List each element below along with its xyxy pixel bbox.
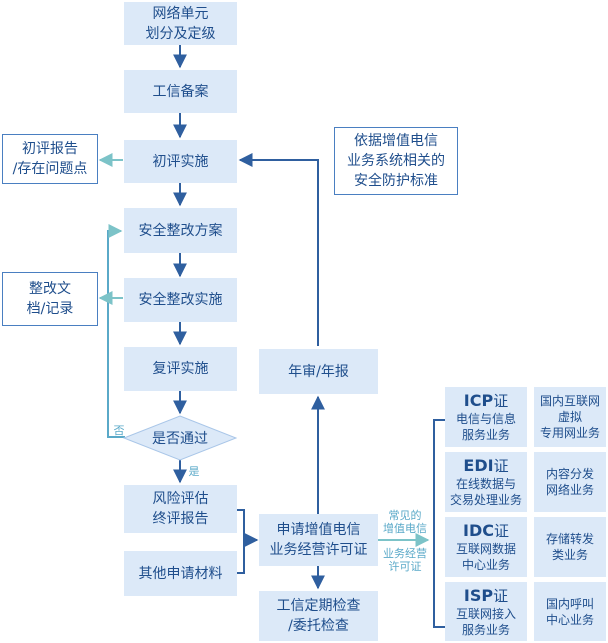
label-business-license: 业务经营 许可证	[383, 547, 427, 573]
service-store-forward: 存储转发 类业务	[534, 517, 606, 577]
node-initial-eval-text: 初评实施	[152, 153, 209, 170]
node-rectify-impl-text: 安全整改实施	[138, 292, 223, 308]
decision-diamond	[123, 415, 237, 461]
node-rectify-docs-text: 整改文 档/记录	[26, 281, 74, 317]
service-call-center: 国内呼叫 中心业务	[534, 582, 606, 641]
service-store-forward-text: 存储转发 类业务	[545, 532, 594, 562]
cert-isp: ISP证 互联网接入 服务业务	[445, 582, 527, 641]
cert-bracket	[433, 419, 445, 628]
node-rectify-plan-text: 安全整改方案	[138, 222, 223, 239]
arrow-no-loop	[107, 224, 125, 438]
label-no: 否	[113, 424, 125, 437]
label-yes: 是	[188, 465, 200, 478]
node-rectify-plan: 安全整改方案	[124, 208, 237, 253]
node-periodic-check: 工信定期检查 /委托检查	[259, 591, 378, 641]
node-standards-text: 依据增值电信 业务系统相关的 安全防护标准	[347, 133, 445, 189]
cert-edi-desc: 在线数据与 交易处理业务	[449, 477, 522, 507]
node-initial-report-text: 初评报告 /存在问题点	[12, 141, 88, 177]
node-initial-report: 初评报告 /存在问题点	[2, 134, 98, 184]
node-filing: 工信备案	[124, 70, 237, 113]
arrow-risk-to-apply	[237, 509, 259, 547]
node-apply-license-text: 申请增值电信 业务经营许可证	[269, 522, 368, 558]
cert-idc-title: IDC证	[463, 521, 509, 540]
node-risk-report: 风险评估 终评报告	[124, 485, 237, 533]
node-rectify-impl: 安全整改实施	[124, 278, 237, 322]
node-standards: 依据增值电信 业务系统相关的 安全防护标准	[334, 127, 458, 195]
node-rectify-docs: 整改文 档/记录	[2, 272, 98, 326]
cert-edi: EDI证 在线数据与 交易处理业务	[445, 452, 527, 512]
service-call-center-text: 国内呼叫 中心业务	[545, 596, 594, 627]
node-annual-review: 年审/年报	[259, 349, 378, 394]
arrow-annual-to-initial	[238, 153, 319, 346]
service-cdn-text: 内容分发 网络业务	[545, 467, 594, 497]
node-re-eval: 复评实施	[124, 347, 237, 391]
cert-icp-title: ICP证	[463, 391, 509, 410]
cert-edi-title: EDI证	[463, 456, 509, 475]
node-periodic-check-text: 工信定期检查 /委托检查	[276, 598, 361, 634]
node-annual-review-text: 年审/年报	[288, 363, 349, 380]
node-other-materials: 其他申请材料	[124, 551, 237, 596]
node-grade: 网络单元 划分及定级	[124, 2, 237, 45]
node-initial-eval: 初评实施	[124, 140, 237, 183]
node-grade-text: 网络单元 划分及定级	[145, 5, 216, 42]
node-re-eval-text: 复评实施	[152, 361, 209, 377]
cert-icp: ICP证 电信与信息 服务业务	[445, 387, 527, 447]
cert-idc: IDC证 互联网数据 中心业务	[445, 517, 527, 577]
service-vpn: 国内互联网 虚拟 专用网业务	[534, 387, 606, 447]
node-risk-report-text: 风险评估 终评报告	[152, 491, 209, 527]
label-common-services: 常见的 增值电信	[383, 509, 427, 535]
node-other-materials-text: 其他申请材料	[138, 565, 223, 582]
cert-icp-desc: 电信与信息 服务业务	[455, 412, 516, 442]
arrow-other-to-apply	[237, 540, 245, 574]
cert-idc-desc: 互联网数据 中心业务	[455, 542, 516, 572]
cert-isp-title: ISP证	[463, 585, 509, 605]
service-vpn-text: 国内互联网 虚拟 专用网业务	[539, 394, 600, 440]
node-pass-check-text: 是否通过	[152, 431, 208, 447]
node-apply-license: 申请增值电信 业务经营许可证	[259, 514, 378, 566]
cert-isp-desc: 互联网接入 服务业务	[455, 606, 516, 637]
node-pass-check: 是否通过	[123, 415, 237, 461]
service-cdn: 内容分发 网络业务	[534, 452, 606, 512]
node-filing-text: 工信备案	[152, 83, 209, 100]
